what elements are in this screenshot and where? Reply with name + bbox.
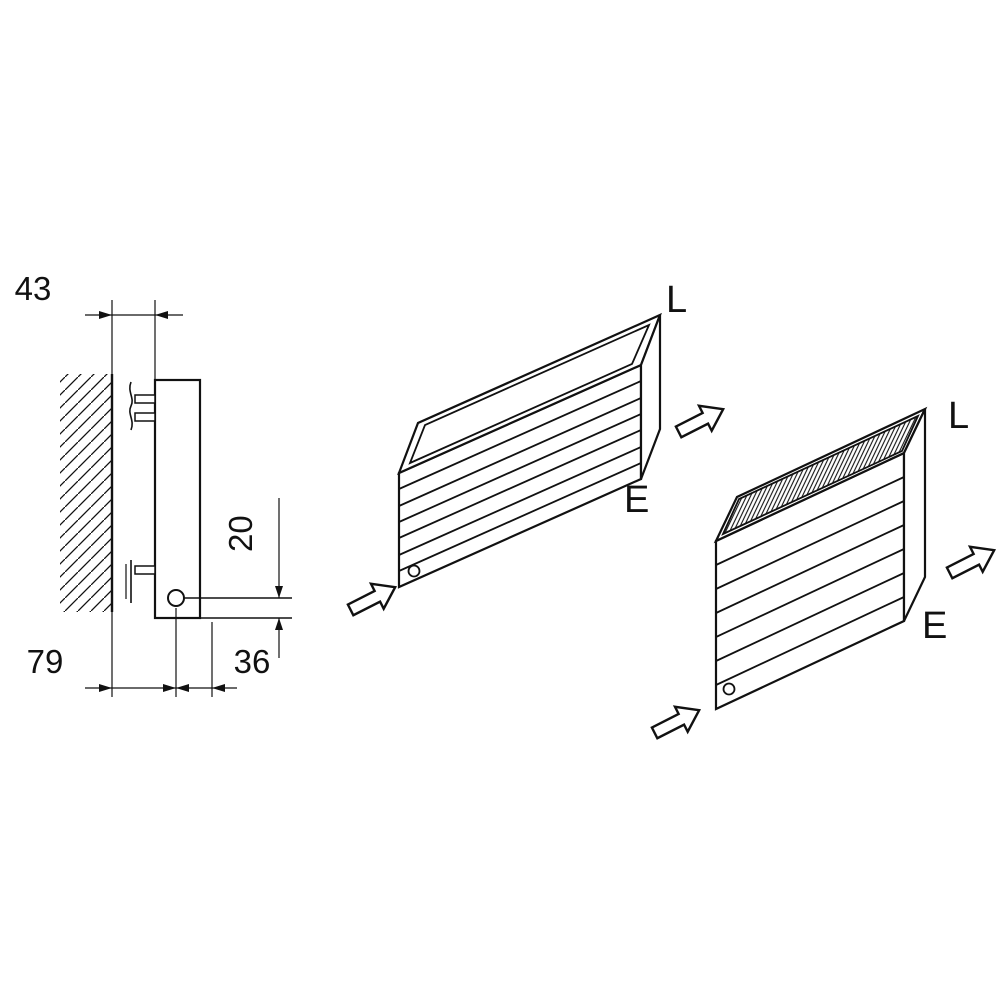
air-out-arrow-icon [674,404,726,439]
air-in-arrow-icon [346,582,398,617]
air-out-label: L [948,395,969,437]
dim-20-value: 20 [222,515,259,552]
end-face [902,408,927,622]
iso-radiator-grille-top: L E [650,395,997,740]
air-out-arrow-icon [945,545,997,580]
drain-plug-circle [407,564,421,578]
drain-plug-circle [722,682,736,696]
end-face [639,314,662,480]
air-in-label: E [624,479,649,521]
front-slats [398,380,642,572]
pipe-connection-circle [167,589,185,607]
radiator-panel-side [153,378,202,620]
dimension-bottom-gap: 20 [222,498,283,658]
wall-section-hatch [60,374,112,612]
bottom-mounting-bracket [125,560,156,603]
dimension-wall-clearance: 43 [15,270,183,380]
dim-43-value: 43 [15,270,52,307]
air-in-label: E [922,605,947,647]
side-section-view: 43 20 79 36 [15,270,292,697]
front-slats [715,476,905,686]
top-opening-channel [408,323,651,465]
air-in-arrow-icon [650,705,702,740]
top-mounting-bracket [129,381,156,431]
iso-radiator-open-top: L E [346,279,726,617]
dimension-wall-to-pipe: 79 36 [27,608,271,697]
dim-36-value: 36 [234,643,271,680]
top-grille [721,414,920,536]
dim-79-value: 79 [27,643,64,680]
air-out-label: L [666,279,687,321]
